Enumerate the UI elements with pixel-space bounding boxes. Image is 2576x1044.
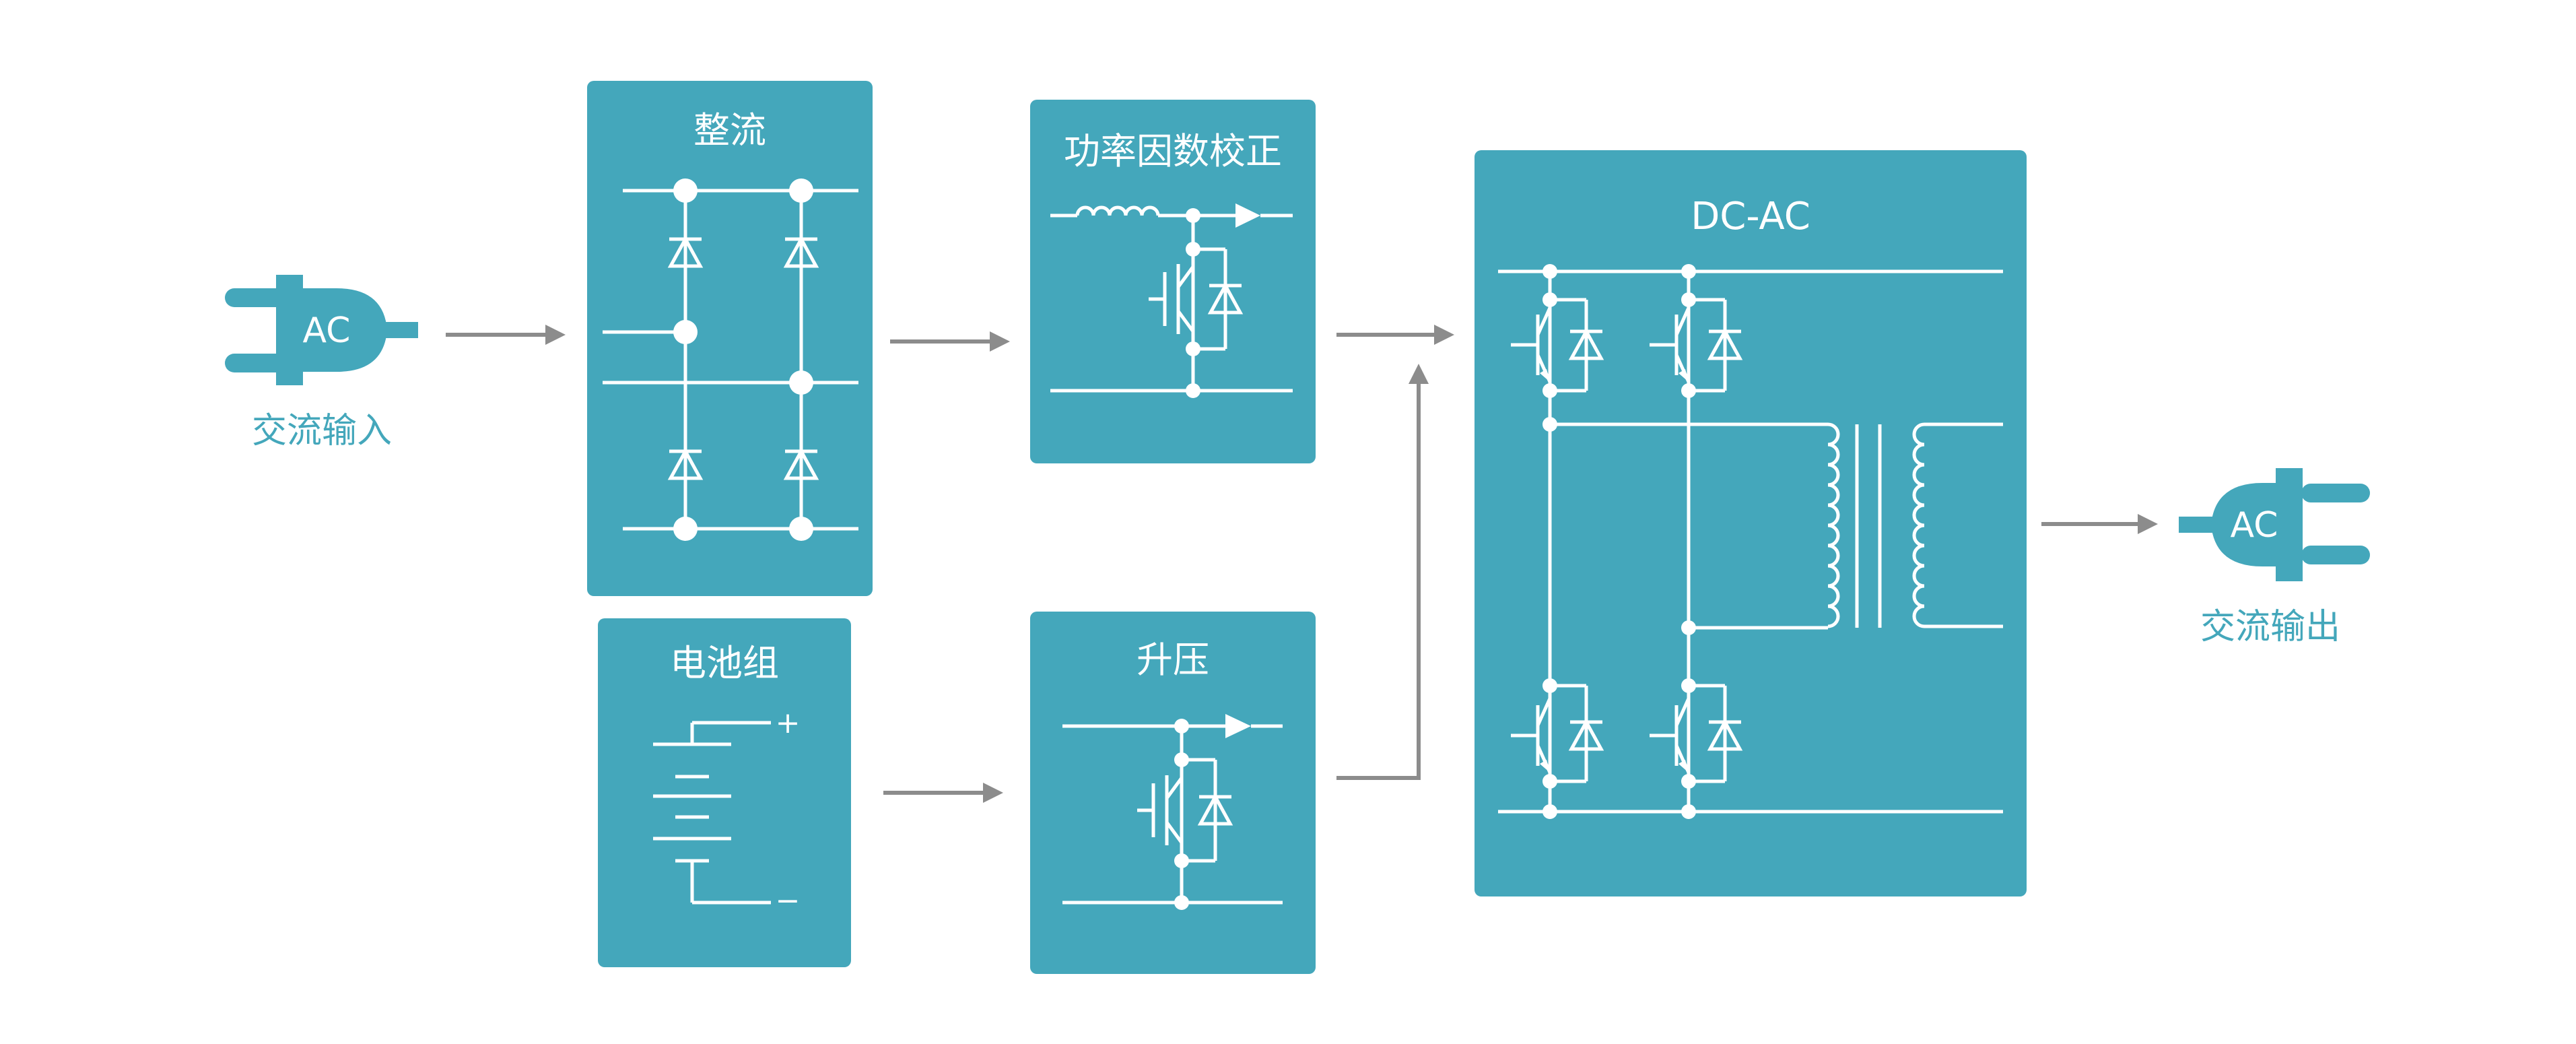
- ac-input-plug-icon: AC: [225, 275, 418, 385]
- pfc-block: 功率因数校正: [1030, 100, 1316, 463]
- battery-title: 电池组: [670, 642, 779, 684]
- boost-block: 升压: [1030, 612, 1316, 974]
- ac-output-plug-icon: AC: [2179, 468, 2370, 581]
- arrow-battery-to-boost: [883, 783, 1003, 803]
- battery-symbol: + −: [653, 706, 800, 918]
- battery-plus-label: +: [776, 706, 801, 740]
- bridge-rectifier-symbol: [603, 178, 858, 541]
- inverter-title: DC-AC: [1691, 195, 1810, 238]
- arrow-pfc-to-inverter: [1336, 325, 1454, 345]
- boost-title: 升压: [1137, 639, 1209, 681]
- rectifier-block: 整流: [587, 81, 873, 596]
- inverter-bridge-symbol: [1498, 264, 2003, 819]
- inverter-block: DC-AC: [1475, 150, 2027, 896]
- ac-output-plug-label: AC: [2231, 505, 2278, 546]
- ac-input-plug-label: AC: [303, 311, 351, 351]
- boost-circuit-symbol: [1062, 714, 1283, 910]
- rectifier-title: 整流: [693, 109, 766, 152]
- arrow-boost-to-inverter: [1336, 364, 1429, 780]
- arrow-inverter-to-output: [2041, 514, 2158, 534]
- ac-input-caption: 交流输入: [252, 411, 392, 451]
- pfc-circuit-symbol: [1050, 203, 1293, 398]
- battery-block: 电池组 + −: [598, 618, 851, 967]
- ac-output-caption: 交流输出: [2200, 607, 2340, 647]
- arrow-rectifier-to-pfc: [890, 331, 1010, 352]
- pfc-title: 功率因数校正: [1064, 130, 1282, 172]
- battery-minus-label: −: [776, 884, 801, 918]
- arrow-input-to-rectifier: [446, 325, 566, 345]
